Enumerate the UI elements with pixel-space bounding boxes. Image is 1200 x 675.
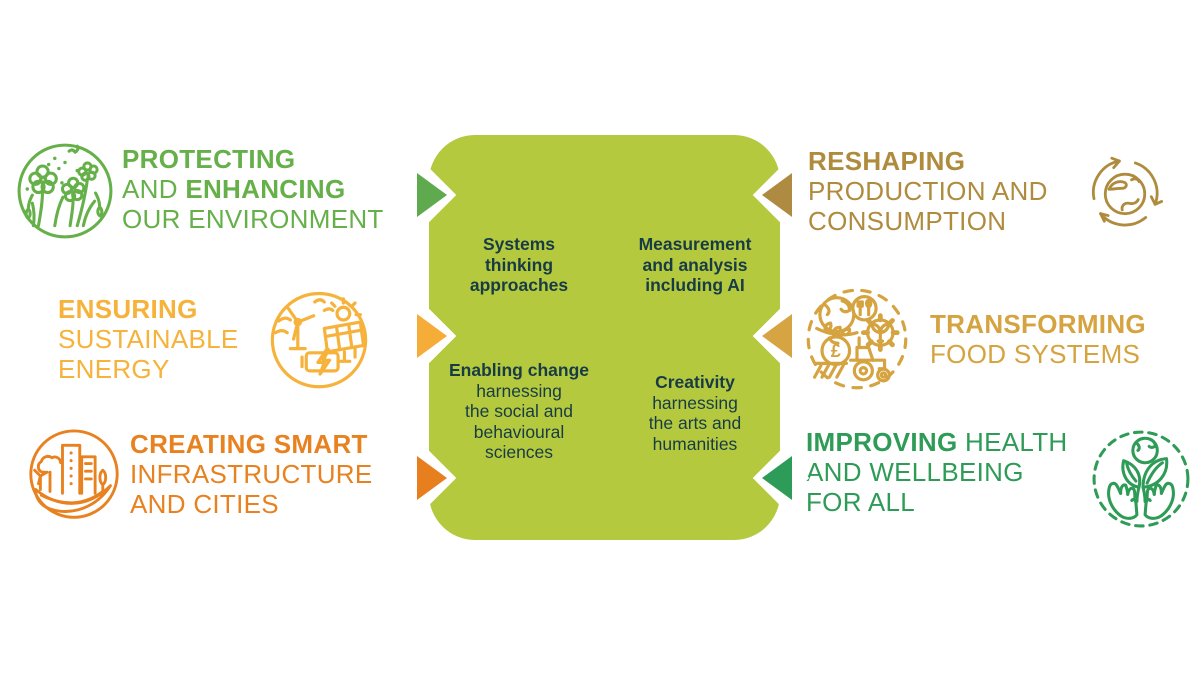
approach-title-line: Enabling change [448, 360, 590, 380]
globe-recycle-icon [1078, 146, 1172, 240]
theme-label-line: ENERGY [58, 354, 239, 384]
approach-desc-line: harnessing [652, 392, 738, 413]
label-segment: TRANSFORMING [930, 309, 1146, 339]
approaches-box: Systems thinking approaches Measurement … [429, 135, 780, 540]
theme-label-line: AND WELLBEING [806, 457, 1067, 487]
food-systems-icon: £ [804, 286, 910, 392]
theme-label-line: PROTECTING [122, 144, 384, 174]
theme-label: PROTECTING AND ENHANCING OUR ENVIRONMENT [122, 144, 384, 234]
theme-label-line: AND ENHANCING [122, 174, 384, 204]
theme-label: ENSURING SUSTAINABLE ENERGY [58, 294, 239, 384]
approach-title-line: thinking [484, 254, 554, 275]
theme-label-line: INFRASTRUCTURE [130, 459, 373, 489]
theme-label-line: CONSUMPTION [808, 206, 1048, 236]
svg-text:£: £ [831, 341, 841, 361]
renewable-energy-icon [266, 285, 372, 391]
label-segment: PROTECTING [122, 144, 296, 174]
label-segment: CREATING SMART [130, 429, 368, 459]
approach-title-line: including AI [645, 275, 745, 295]
theme-label-line: IMPROVING HEALTH [806, 427, 1067, 457]
label-segment: INFRASTRUCTURE [130, 459, 373, 489]
approach-enabling-change: Enabling change harnessing the social an… [429, 360, 609, 463]
theme-label-line: OUR ENVIRONMENT [122, 204, 384, 234]
label-segment: OUR ENVIRONMENT [122, 204, 384, 234]
approach-creativity: Creativity harnessing the arts and human… [615, 372, 775, 454]
label-segment: AND CITIES [130, 489, 279, 519]
label-segment: SUSTAINABLE [58, 324, 239, 354]
label-segment: HEALTH [957, 427, 1068, 457]
approach-title-line: approaches [469, 275, 569, 295]
approach-desc-line: the arts and [648, 413, 742, 433]
theme-label-line: TRANSFORMING [930, 309, 1146, 339]
label-segment: ENHANCING [185, 174, 346, 204]
approach-desc-line: the social and [465, 401, 573, 421]
theme-label-line: AND CITIES [130, 489, 373, 519]
label-segment: PRODUCTION AND [808, 176, 1048, 206]
theme-label: TRANSFORMING FOOD SYSTEMS [930, 309, 1146, 369]
label-segment: FOR ALL [806, 487, 916, 517]
health-hands-icon [1090, 426, 1192, 528]
theme-label-line: FOOD SYSTEMS [930, 339, 1146, 369]
label-segment: AND [122, 174, 186, 204]
theme-label-line: FOR ALL [806, 487, 1067, 517]
label-segment: ENERGY [58, 354, 170, 384]
theme-label-line: ENSURING [58, 294, 239, 324]
label-segment: FOOD SYSTEMS [930, 339, 1141, 369]
label-segment: IMPROVING [806, 427, 958, 457]
theme-label: CREATING SMART INFRASTRUCTURE AND CITIES [130, 429, 373, 519]
approach-title-line: Measurement [638, 234, 752, 254]
approach-title-line: Creativity [655, 372, 735, 392]
approach-measurement-analysis: Measurement and analysis including AI [610, 234, 780, 296]
theme-label-line: PRODUCTION AND [808, 176, 1048, 206]
approach-desc-line: humanities [652, 433, 738, 454]
approach-systems-thinking: Systems thinking approaches [439, 234, 599, 296]
label-segment: AND WELLBEING [806, 457, 1024, 487]
approach-desc-line: harnessing [476, 380, 562, 401]
meadow-flowers-icon [14, 140, 116, 242]
smart-city-icon [26, 428, 122, 524]
approach-title-line: and analysis [642, 254, 748, 275]
theme-label: IMPROVING HEALTH AND WELLBEING FOR ALL [806, 427, 1067, 517]
theme-label: RESHAPING PRODUCTION AND CONSUMPTION [808, 146, 1048, 236]
label-segment: RESHAPING [808, 146, 966, 176]
theme-label-line: RESHAPING [808, 146, 1048, 176]
approach-desc-line: sciences [484, 442, 554, 462]
label-segment: ENSURING [58, 294, 198, 324]
label-segment: CONSUMPTION [808, 206, 1007, 236]
approach-desc-line: behavioural [473, 421, 565, 442]
approach-title-line: Systems [483, 234, 555, 254]
theme-label-line: SUSTAINABLE [58, 324, 239, 354]
theme-label-line: CREATING SMART [130, 429, 373, 459]
